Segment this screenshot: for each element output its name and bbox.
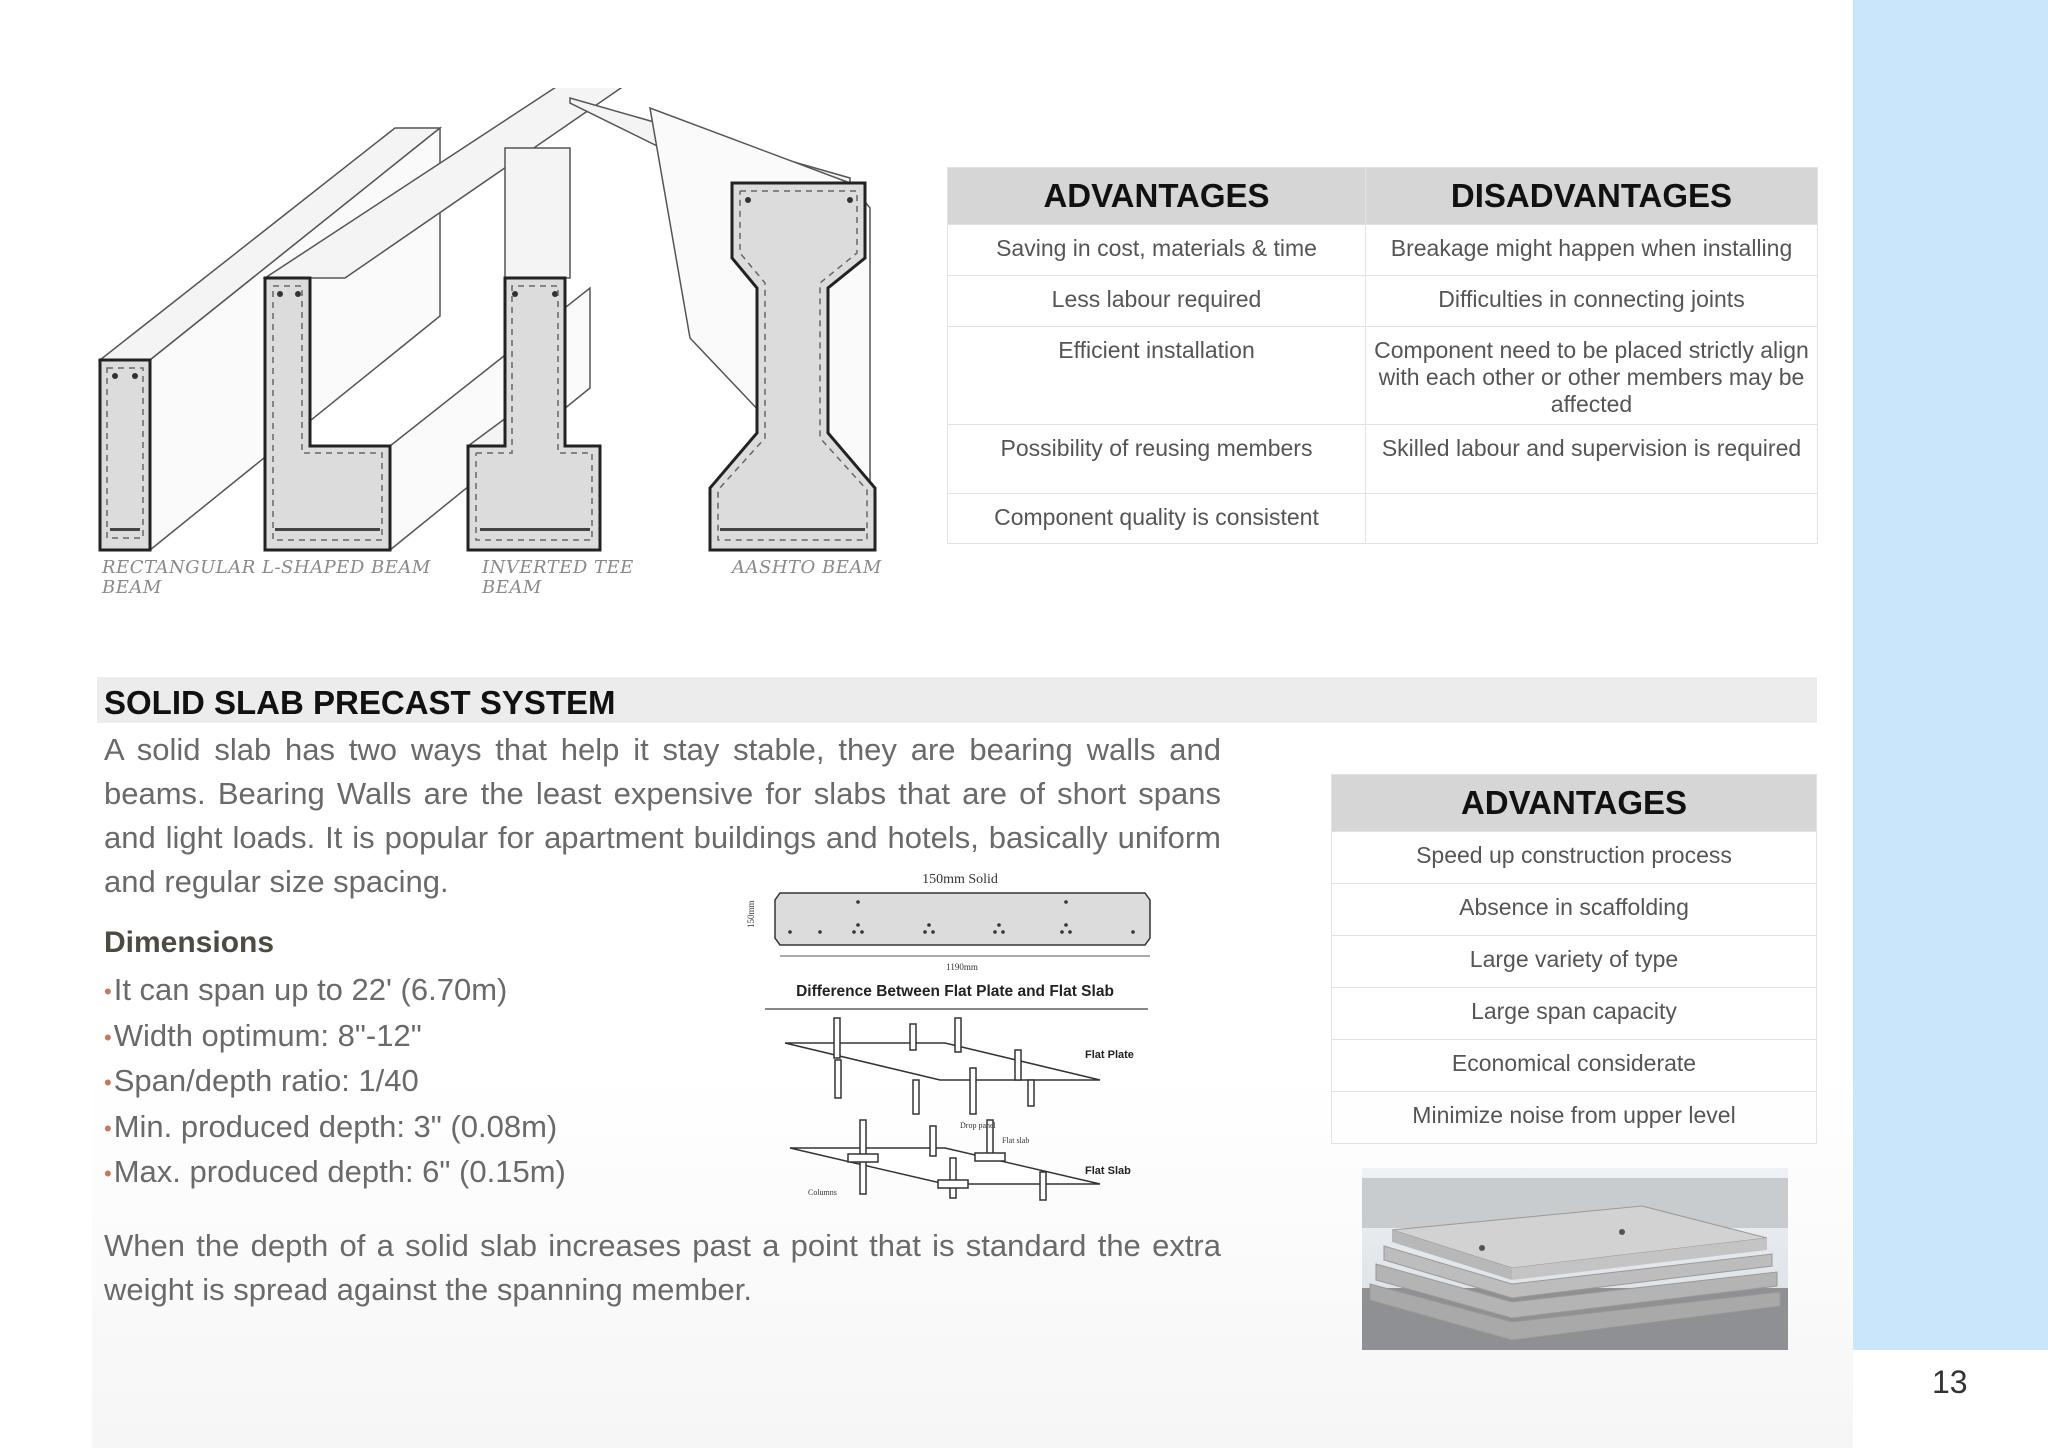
stacked-slabs-photo <box>1362 1168 1788 1350</box>
bullet-icon: • <box>104 1070 112 1096</box>
advantages-header: ADVANTAGES <box>1331 774 1817 832</box>
solid-label: 150mm Solid <box>922 872 998 887</box>
flat-slab-label: Flat Slab <box>1085 1165 1131 1177</box>
flat-plate-label: Flat Plate <box>1085 1049 1134 1061</box>
list-item-text: Min. produced depth: 3" (0.08m) <box>113 1108 558 1144</box>
list-item: •It can span up to 22' (6.70m) <box>104 968 566 1014</box>
solid-slab-section <box>774 892 1151 946</box>
slab-strand-dots <box>788 900 1135 934</box>
caption-inverted-tee-beam: INVERTED TEE BEAM <box>482 557 634 598</box>
advantage-cell: Absence in scaffolding <box>1331 883 1817 936</box>
list-item: •Min. produced depth: 3" (0.08m) <box>104 1105 566 1151</box>
advantage-cell: Large variety of type <box>1331 935 1817 988</box>
section-title: SOLID SLAB PRECAST SYSTEM <box>104 684 616 721</box>
bullet-icon: • <box>104 1115 112 1141</box>
advantage-cell: Less labour required <box>947 275 1366 327</box>
table-row: Absence in scaffolding <box>1331 883 1817 936</box>
height-label: 150mm <box>746 900 756 928</box>
table-row: Efficient installation Component need to… <box>947 326 1818 425</box>
bullet-icon: • <box>104 1024 112 1050</box>
stacked-slabs-image <box>1362 1168 1788 1350</box>
list-item-text: Width optimum: 8"-12" <box>113 1017 422 1053</box>
disadvantage-cell: Breakage might happen when installing <box>1365 224 1818 276</box>
right-decorative-band <box>1853 0 2048 1350</box>
bullet-icon: • <box>104 979 112 1005</box>
caption-rectangular-beam: RECTANGULAR BEAM <box>102 557 256 598</box>
list-item-text: It can span up to 22' (6.70m) <box>113 972 508 1007</box>
drop-panel-label: Drop panel <box>960 1121 997 1130</box>
list-item: •Span/depth ratio: 1/40 <box>104 1059 566 1105</box>
closing-paragraph: When the depth of a solid slab increases… <box>104 1228 1221 1307</box>
table-row: Component quality is consistent <box>947 493 1818 544</box>
advantage-cell: Minimize noise from upper level <box>1331 1091 1817 1144</box>
list-item-text: Max. produced depth: 6" (0.15m) <box>113 1154 566 1190</box>
table-row: Large span capacity <box>1331 987 1817 1040</box>
disadvantage-cell <box>1365 493 1818 544</box>
caption-l-shaped-beam: L-SHAPED BEAM <box>262 557 431 578</box>
beams-drawing <box>97 67 877 552</box>
advantage-cell: Saving in cost, materials & time <box>947 224 1366 276</box>
advantage-cell: Efficient installation <box>947 326 1366 425</box>
disadvantages-header: DISADVANTAGES <box>1365 167 1818 225</box>
table-row: Minimize noise from upper level <box>1331 1091 1817 1144</box>
table-row: Saving in cost, materials & time Breakag… <box>947 224 1818 276</box>
slab-advantages-table: ADVANTAGES Speed up construction process… <box>1331 774 1817 1144</box>
table-row: Possibility of reusing members Skilled l… <box>947 424 1818 494</box>
columns-label: Columns <box>808 1188 837 1197</box>
dimensions-list: •It can span up to 22' (6.70m) •Width op… <box>104 968 566 1196</box>
list-item: •Width optimum: 8"-12" <box>104 1014 566 1060</box>
table-row: Large variety of type <box>1331 935 1817 988</box>
advantages-header: ADVANTAGES <box>947 167 1366 225</box>
disadvantage-cell: Skilled labour and supervision is requir… <box>1365 424 1818 494</box>
disadvantage-cell: Component need to be placed strictly ali… <box>1365 326 1818 425</box>
flat-slab-small-label: Flat slab <box>1002 1136 1029 1145</box>
table-header-row: ADVANTAGES <box>1331 774 1817 832</box>
advantage-cell: Economical considerate <box>1331 1039 1817 1092</box>
difference-title: Difference Between Flat Plate and Flat S… <box>796 983 1114 1000</box>
slab-diagrams: 150mm Solid 150mm 1190mm Difference Betw… <box>740 868 1160 1228</box>
advantage-cell: Large span capacity <box>1331 987 1817 1040</box>
table-row: Less labour required Difficulties in con… <box>947 275 1818 327</box>
table-header-row: ADVANTAGES DISADVANTAGES <box>947 167 1818 225</box>
precast-beams-illustration: RECTANGULAR BEAM L-SHAPED BEAM INVERTED … <box>90 67 890 608</box>
flat-plate-shape <box>784 1042 1101 1081</box>
bullet-icon: • <box>104 1161 112 1187</box>
beam-advantages-table: ADVANTAGES DISADVANTAGES Saving in cost,… <box>947 167 1818 544</box>
advantage-cell: Speed up construction process <box>1331 831 1817 884</box>
dimensions-heading: Dimensions <box>104 926 275 959</box>
disadvantage-cell: Difficulties in connecting joints <box>1365 275 1818 327</box>
intro-paragraph: A solid slab has two ways that help it s… <box>104 732 1221 899</box>
section-heading-bar <box>97 677 1817 723</box>
list-item-text: Span/depth ratio: 1/40 <box>113 1063 419 1099</box>
table-row: Speed up construction process <box>1331 831 1817 884</box>
list-item: •Max. produced depth: 6" (0.15m) <box>104 1150 566 1196</box>
flat-slab-shape <box>789 1147 1101 1185</box>
advantage-cell: Possibility of reusing members <box>947 424 1366 494</box>
page-number: 13 <box>1932 1364 1968 1400</box>
advantage-cell: Component quality is consistent <box>947 493 1366 544</box>
slab-drawing: 150mm Solid 150mm 1190mm Difference Betw… <box>746 872 1151 1201</box>
width-label: 1190mm <box>946 962 978 972</box>
caption-aashto-beam: AASHTO BEAM <box>732 557 882 578</box>
table-row: Economical considerate <box>1331 1039 1817 1092</box>
